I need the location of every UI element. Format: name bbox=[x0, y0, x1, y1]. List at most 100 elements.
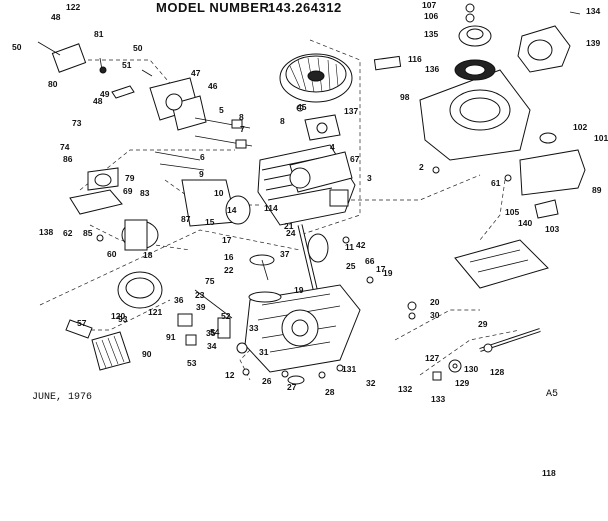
muffler bbox=[519, 132, 586, 219]
callout-129: 129 bbox=[455, 378, 469, 388]
callout-22: 22 bbox=[224, 265, 234, 275]
callout-8: 8 bbox=[280, 116, 285, 126]
callout-51: 51 bbox=[122, 60, 132, 70]
callout-16: 16 bbox=[224, 252, 234, 262]
throttle-shaft bbox=[432, 328, 541, 381]
callout-122: 122 bbox=[66, 2, 80, 12]
callout-37: 37 bbox=[280, 249, 290, 259]
callout-30: 30 bbox=[430, 310, 440, 320]
callout-19: 19 bbox=[383, 268, 393, 278]
callout-79: 79 bbox=[125, 173, 135, 183]
small-hardware bbox=[96, 104, 512, 385]
ignition-coil bbox=[304, 114, 341, 141]
callout-35: 35 bbox=[206, 328, 216, 338]
callout-9: 9 bbox=[199, 169, 204, 179]
callout-61: 61 bbox=[491, 178, 501, 188]
callout-114: 114 bbox=[264, 203, 278, 213]
callout-15: 15 bbox=[205, 217, 215, 227]
callout-57: 57 bbox=[77, 318, 87, 328]
callout-48: 48 bbox=[51, 12, 61, 22]
callout-28: 28 bbox=[325, 387, 335, 397]
callout-36: 36 bbox=[174, 295, 184, 305]
callout-139: 139 bbox=[586, 38, 600, 48]
callout-47: 47 bbox=[191, 68, 201, 78]
callout-3: 3 bbox=[367, 173, 372, 183]
gasket-plate bbox=[149, 77, 207, 131]
callout-86: 86 bbox=[63, 154, 73, 164]
callout-26: 26 bbox=[262, 376, 272, 386]
callout-132: 132 bbox=[398, 384, 412, 394]
callout-46: 46 bbox=[208, 81, 218, 91]
callout-33: 33 bbox=[249, 323, 259, 333]
callout-85: 85 bbox=[83, 228, 93, 238]
callout-66: 66 bbox=[365, 256, 375, 266]
callout-62: 62 bbox=[63, 228, 73, 238]
callout-23: 23 bbox=[195, 290, 205, 300]
callout-52: 52 bbox=[221, 311, 231, 321]
callout-136: 136 bbox=[425, 64, 439, 74]
callout-25: 25 bbox=[346, 261, 356, 271]
callout-135: 135 bbox=[424, 29, 438, 39]
callout-5: 5 bbox=[219, 105, 224, 115]
callout-7: 7 bbox=[240, 124, 245, 134]
callout-102: 102 bbox=[573, 122, 587, 132]
callout-19: 19 bbox=[294, 285, 304, 295]
callout-103: 103 bbox=[545, 224, 559, 234]
model-label: MODEL NUMBER: bbox=[156, 0, 275, 15]
starter-pulley bbox=[454, 3, 496, 81]
callout-11: 11 bbox=[345, 242, 354, 252]
callout-89: 89 bbox=[592, 185, 602, 195]
callout-120: 120 bbox=[111, 311, 125, 321]
callout-12: 12 bbox=[225, 370, 235, 380]
model-number: 143.264312 bbox=[268, 0, 342, 15]
callout-118: 118 bbox=[542, 468, 556, 478]
callout-91: 91 bbox=[166, 332, 176, 342]
callout-90: 90 bbox=[142, 349, 152, 359]
callout-45: 45 bbox=[297, 102, 307, 112]
callout-121: 121 bbox=[148, 307, 162, 317]
callout-134: 134 bbox=[586, 6, 600, 16]
callout-49: 49 bbox=[100, 89, 110, 99]
callout-83: 83 bbox=[140, 188, 150, 198]
callout-54: 54 bbox=[210, 327, 220, 337]
callout-81: 81 bbox=[94, 29, 104, 39]
callout-105: 105 bbox=[505, 207, 519, 217]
callout-39: 39 bbox=[196, 302, 206, 312]
callout-18: 18 bbox=[143, 250, 153, 260]
fuel-tank bbox=[117, 271, 163, 309]
cylinder-block bbox=[257, 144, 356, 226]
blower-housing bbox=[419, 69, 531, 161]
carburetor-linkage bbox=[37, 41, 153, 99]
callout-73: 73 bbox=[72, 118, 82, 128]
callout-27: 27 bbox=[287, 382, 297, 392]
callout-80: 80 bbox=[48, 79, 58, 89]
callout-101: 101 bbox=[594, 133, 608, 143]
starter-label bbox=[373, 55, 402, 71]
page-code: A5 bbox=[546, 389, 559, 400]
callout-60: 60 bbox=[107, 249, 117, 259]
callout-21: 21 bbox=[284, 221, 294, 231]
callout-50: 50 bbox=[133, 43, 143, 53]
callout-74: 74 bbox=[60, 142, 70, 152]
callout-29: 29 bbox=[478, 319, 488, 329]
callout-69: 69 bbox=[123, 186, 133, 196]
callout-138: 138 bbox=[39, 227, 53, 237]
flywheel bbox=[279, 53, 353, 103]
callout-6: 6 bbox=[200, 152, 205, 162]
callout-53: 53 bbox=[187, 358, 197, 368]
callout-48: 48 bbox=[93, 96, 103, 106]
callout-50: 50 bbox=[12, 42, 22, 52]
callout-32: 32 bbox=[366, 378, 376, 388]
callout-106: 106 bbox=[424, 11, 438, 21]
callout-24: 24 bbox=[286, 228, 296, 238]
callout-87: 87 bbox=[181, 214, 191, 224]
callout-67: 67 bbox=[350, 154, 360, 164]
valve-tappets bbox=[154, 117, 253, 171]
callout-140: 140 bbox=[518, 218, 532, 228]
callout-93: 93 bbox=[118, 314, 128, 324]
rewind-starter bbox=[517, 11, 581, 73]
callout-42: 42 bbox=[356, 240, 366, 250]
